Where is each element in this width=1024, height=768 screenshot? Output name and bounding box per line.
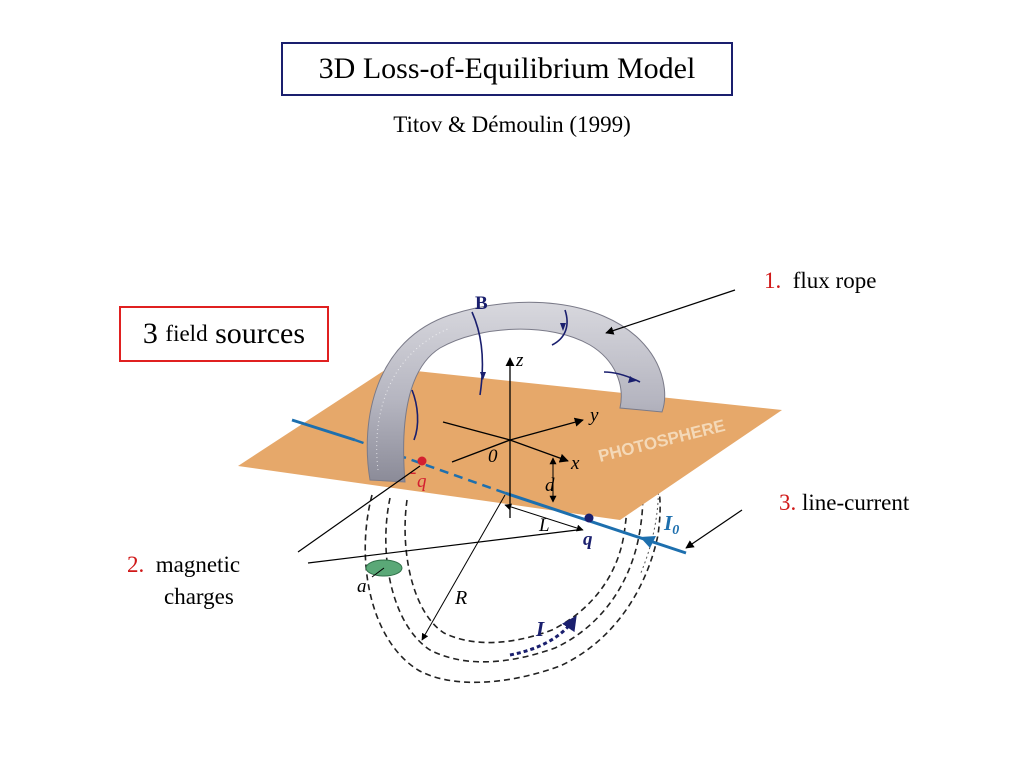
callout-number: 2. [127,552,145,577]
field-label-b: B [475,293,488,314]
callout-text-line2: charges [164,584,234,609]
torus-dotted-edge [639,477,659,576]
axis-y-label: y [588,405,599,426]
callout-number: 3. [779,490,797,515]
charge-left-sign: - [410,462,416,483]
torus-lower-outline [364,469,661,684]
origin-label: 0 [488,446,498,467]
line-current-label: I0 [663,511,679,538]
flux-rope [366,301,666,483]
line-current-right [504,491,687,555]
major-radius-arrow [421,494,506,641]
line-current-arrow [640,536,656,548]
callout-text: line-current [802,490,910,515]
callout-flux-rope: 1. flux rope [764,268,876,294]
charge-left-label: q [417,471,427,492]
sources-word: sources [215,317,306,350]
major-radius-label: R [454,587,467,609]
callout-line-current: 3. line-current [779,490,909,516]
sources-word-small: field [165,321,208,346]
flux-rope-texture [376,327,451,471]
field-lines [411,309,641,441]
callout-text: flux rope [792,268,877,293]
line-current-dashed [354,438,506,495]
sources-count: 3 [142,317,158,350]
charge-positive [584,513,594,523]
slide-subtitle: Titov & Démoulin (1999) [393,112,631,137]
axis-z-label: z [515,350,524,371]
charge-right-label: q [583,529,593,550]
line-current-left [291,418,356,442]
callout-magnetic-charges: 2. magnetic charges [127,549,240,613]
axis-x-label: x [570,453,580,474]
coordinate-axes [442,357,584,518]
callout-text: magnetic [155,552,241,577]
rope-current-arrow [509,615,577,657]
minor-radius-label: a [357,576,367,597]
charge-negative [417,456,427,466]
half-separation-arrow [504,503,584,532]
half-separation-label: L [538,515,550,536]
minor-radius-line [371,567,385,578]
slide-title: 3D Loss-of-Equilibrium Model [281,42,733,96]
field-line-arrows [480,323,636,383]
callout-number: 1. [764,268,782,293]
depth-label: d [545,475,555,496]
field-sources-box: 3 field sources [119,306,329,362]
callout-leaders [297,289,743,564]
rope-current-label: I [535,617,545,641]
